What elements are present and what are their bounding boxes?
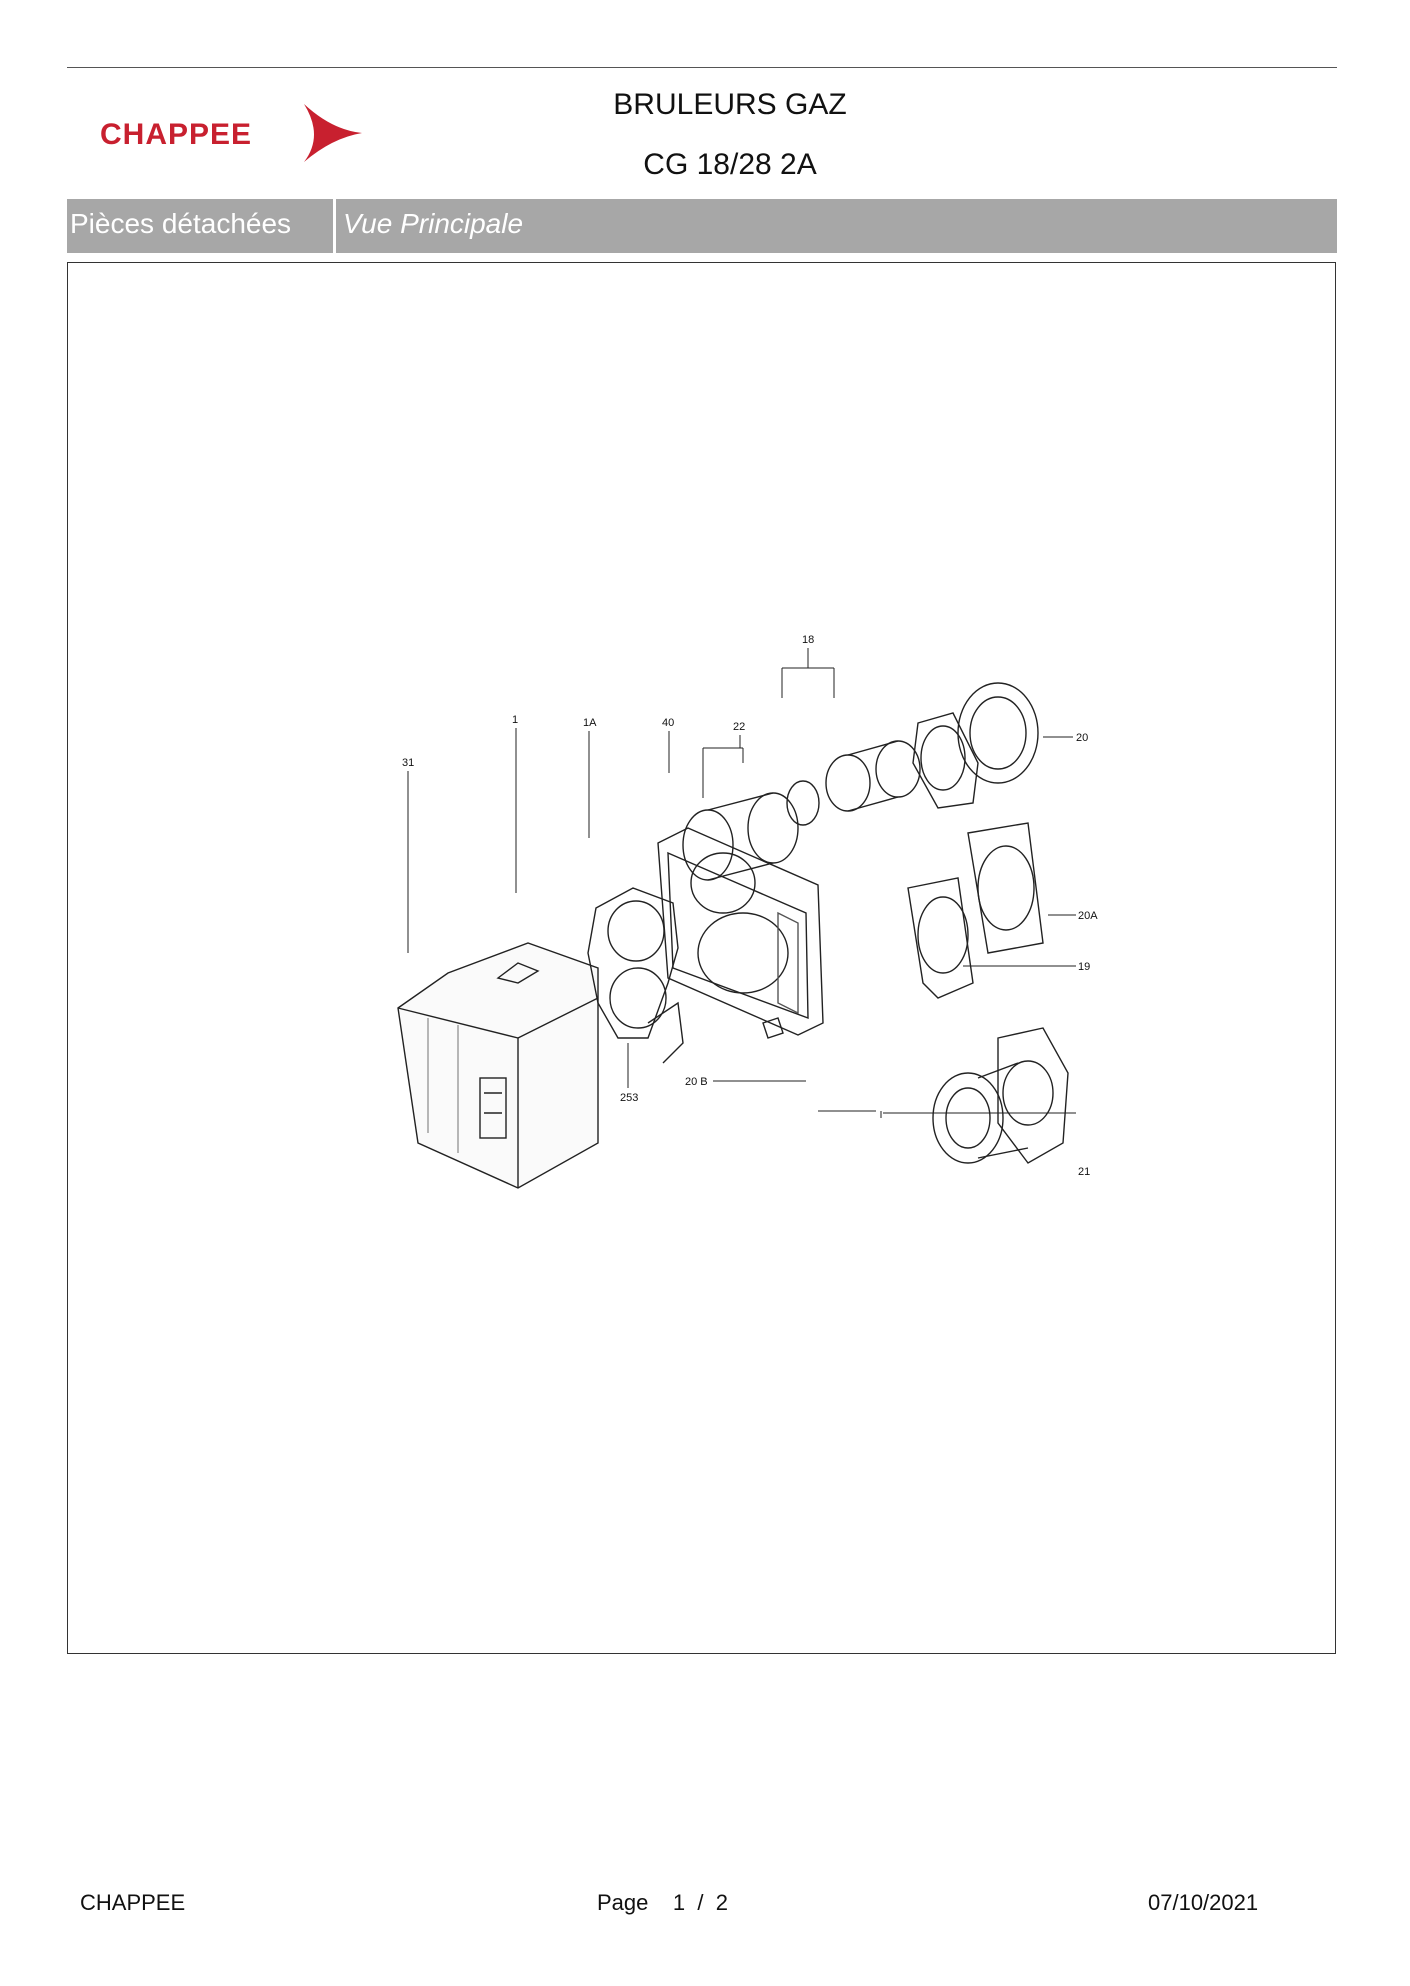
callout-253: 253 (620, 1092, 638, 1104)
chappee-logo: CHAPPEE (100, 104, 362, 162)
page-title: BRULEURS GAZ (613, 88, 847, 121)
callout-18: 18 (802, 634, 814, 646)
callout-19: 19 (1078, 961, 1090, 973)
logo-wordmark: CHAPPEE (100, 118, 252, 151)
part-1-support (587, 887, 684, 1064)
page-total: 2 (715, 1890, 728, 1915)
top-rule (67, 67, 1337, 68)
model-name: CG 18/28 2A (643, 148, 817, 181)
callout-20a: 20A (1078, 910, 1098, 922)
exploded-view-diagram: 18 1 1A 40 22 20 31 20A 19 253 20 B 21 (397, 634, 1098, 1189)
logo-swoosh-icon (304, 104, 362, 162)
callout-21: 21 (1078, 1166, 1090, 1178)
page-current: 1 (672, 1890, 686, 1915)
view-label: Vue Principale (343, 208, 524, 239)
footer-company: CHAPPEE (80, 1890, 186, 1915)
footer-date: 07/10/2021 (1148, 1890, 1259, 1915)
callout-40: 40 (662, 717, 674, 729)
callout-1a: 1A (583, 717, 597, 729)
callout-1: 1 (512, 714, 518, 726)
callout-31: 31 (402, 757, 414, 769)
part-19-20a-gaskets (907, 822, 1044, 999)
part-18-flange (912, 682, 1039, 809)
page-separator: / (697, 1890, 704, 1915)
part-253-connector (762, 1017, 784, 1039)
callout-20b: 20 B (685, 1076, 708, 1088)
footer-pagination: Page 1 / 2 (597, 1890, 728, 1916)
diagram-frame: 18 1 1A 40 22 20 31 20A 19 253 20 B 21 (67, 262, 1336, 1654)
leader-lines (407, 648, 1076, 1118)
part-1a-housing (657, 827, 824, 1036)
part-21-rear-flange (932, 1027, 1069, 1164)
page-label: Page (597, 1890, 649, 1915)
bar-divider (333, 199, 336, 253)
part-31-casing (397, 942, 599, 1189)
category-label: Pièces détachées (70, 208, 292, 239)
part-22-nozzle (786, 740, 921, 826)
part-40-tube (682, 792, 799, 881)
section-bar: Pièces détachées Vue Principale (67, 199, 1337, 253)
callout-22: 22 (733, 721, 745, 733)
callout-20: 20 (1076, 732, 1088, 744)
